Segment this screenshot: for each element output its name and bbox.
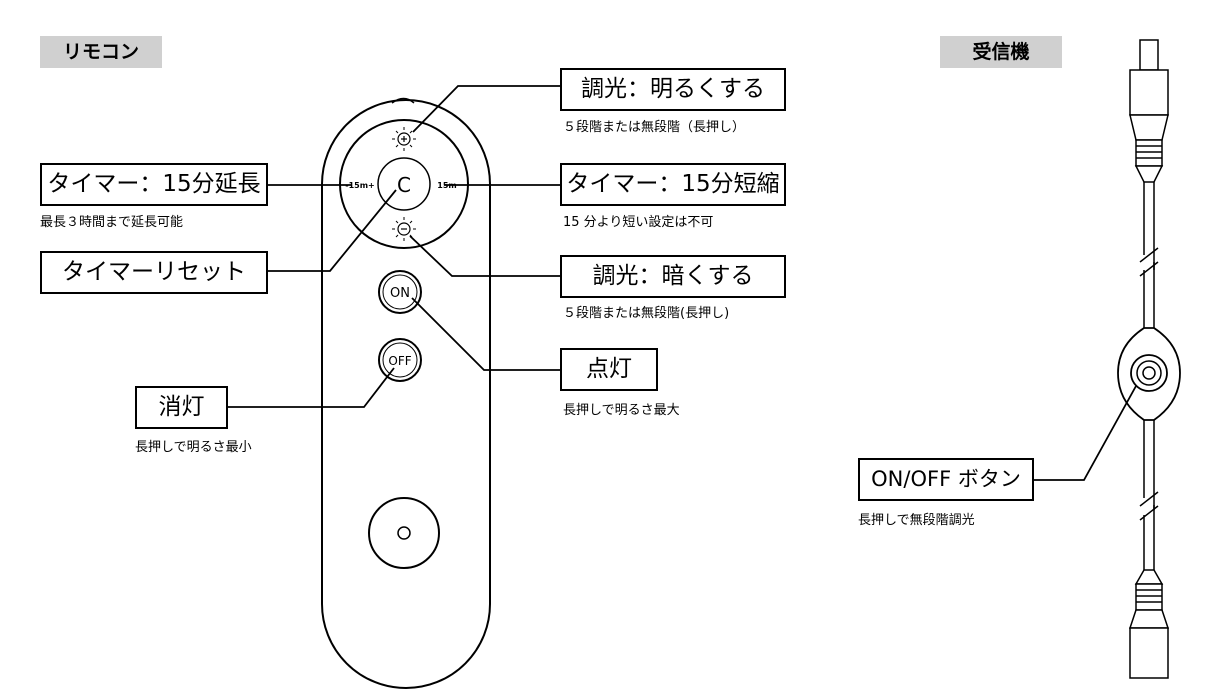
timer-extend-note: 最長３時間まで延長可能	[40, 215, 184, 230]
dim-note: ５段階または無段階(長押し)	[563, 306, 730, 321]
timer-shorten-note: 15 分より短い設定は不可	[563, 215, 714, 230]
brighten-label: 調光：明るくする	[560, 68, 786, 111]
center-button-label: C	[397, 173, 411, 197]
receiver-section-title: 受信機	[940, 36, 1062, 68]
leader-brighten	[412, 85, 560, 133]
leader-dim	[409, 235, 560, 277]
light-on-label: 点灯	[560, 348, 658, 391]
receiver-switch	[1117, 327, 1181, 421]
dim-label: 調光：暗くする	[560, 255, 786, 298]
light-off-note: 長押しで明るさ最小	[135, 440, 252, 455]
timer-reset-label: タイマーリセット	[40, 251, 268, 294]
receiver-button-label: ON/OFF ボタン	[858, 458, 1034, 501]
leader-receiver-button	[1034, 385, 1137, 481]
dim-sun-icon	[392, 217, 416, 241]
receiver-cable	[1139, 182, 1159, 570]
brighten-sun-icon	[392, 127, 416, 151]
light-off-label: 消灯	[135, 386, 228, 429]
timer-minus-mark: -15m+	[345, 181, 375, 190]
leader-light-on	[411, 297, 560, 371]
timer-extend-label: タイマー：15分延長	[40, 163, 268, 206]
remote-section-title: リモコン	[40, 36, 162, 68]
leader-timer-reset	[268, 189, 397, 272]
receiver-bottom-plug	[1128, 569, 1170, 679]
leader-light-off	[228, 367, 395, 408]
on-button	[378, 270, 422, 314]
off-button-label: OFF	[388, 354, 411, 368]
on-button-label: ON	[390, 286, 410, 301]
receiver-button-note: 長押しで無段階調光	[858, 513, 975, 528]
brighten-note: ５段階または無段階（長押し）	[563, 120, 746, 135]
off-button	[378, 338, 422, 382]
remote-body	[321, 99, 491, 689]
receiver-top-plug	[1129, 39, 1169, 183]
timer-shorten-label: タイマー：15分短縮	[560, 163, 786, 206]
light-on-note: 長押しで明るさ最大	[563, 403, 680, 418]
